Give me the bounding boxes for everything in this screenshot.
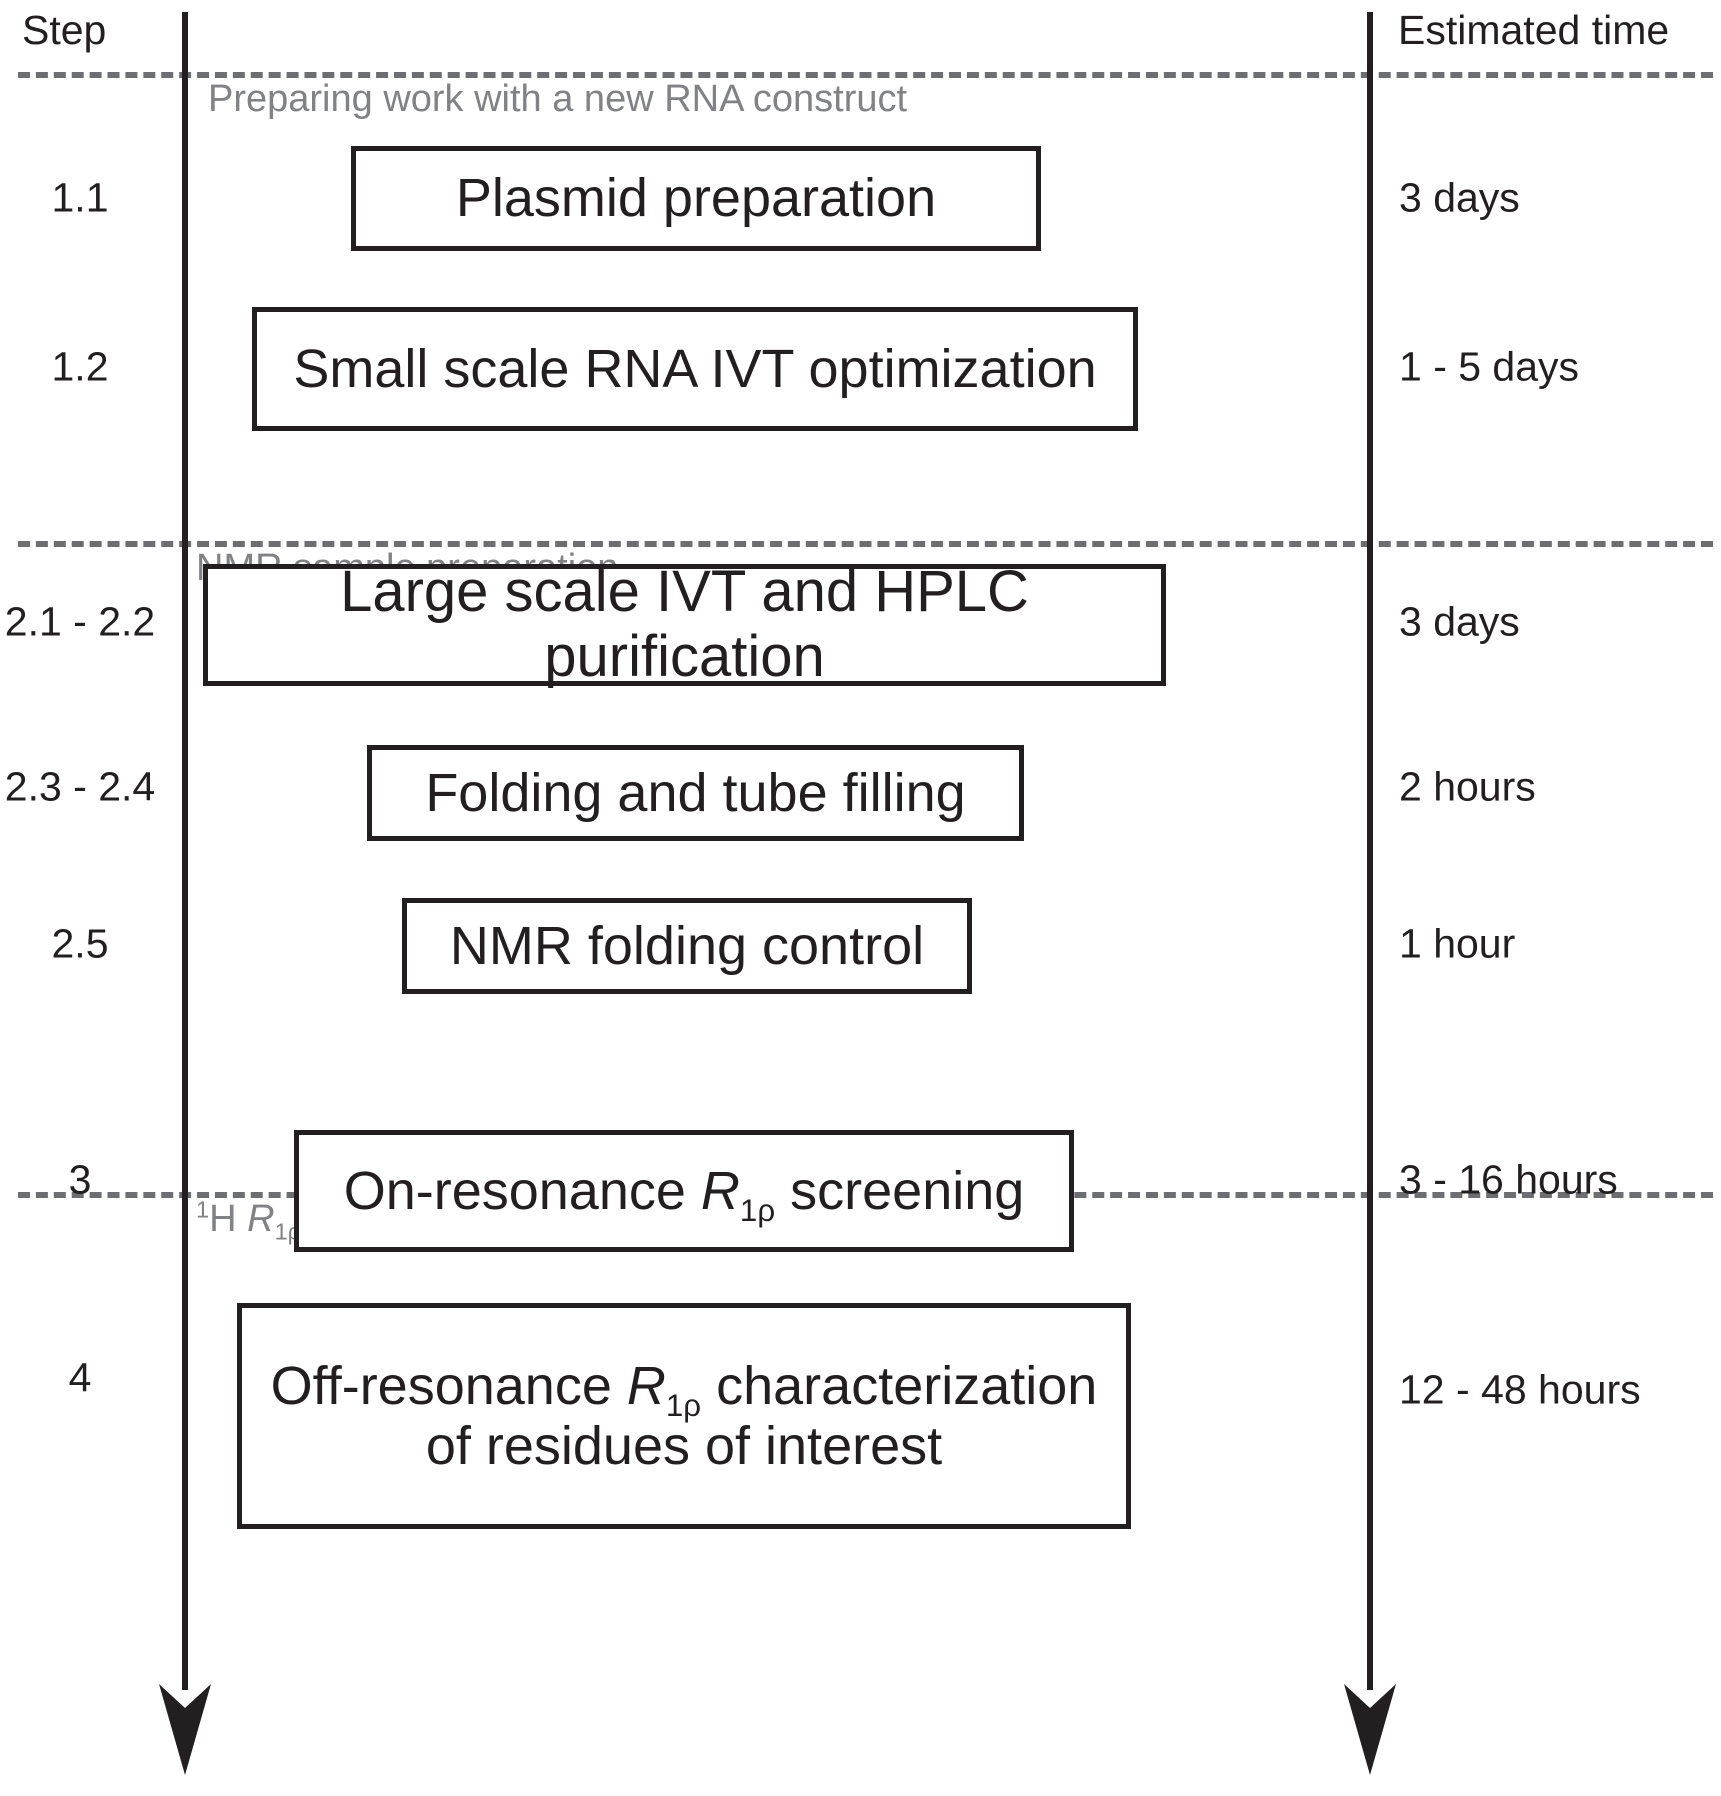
- process-box-prefix: On-resonance: [343, 1160, 701, 1221]
- process-box-prefix: Off-resonance: [270, 1355, 627, 1416]
- process-box-folding-tube-filling[interactable]: Folding and tube filling: [367, 745, 1024, 841]
- process-box-suffix: characterization of residues of interest: [425, 1355, 1098, 1476]
- process-box-plasmid-preparation[interactable]: Plasmid preparation: [351, 146, 1041, 251]
- process-box-italic-r: R: [700, 1160, 740, 1221]
- step-axis-line: [182, 12, 188, 1690]
- process-box-on-resonance-screening[interactable]: On-resonance R1ρ screening: [294, 1130, 1074, 1252]
- process-box-label: On-resonance R1ρ screening: [334, 1160, 1035, 1226]
- time-value-4: 12 - 48 hours: [1399, 1366, 1641, 1413]
- stage-label-preparing-work: Preparing work with a new RNA construct: [208, 78, 908, 120]
- stage-label-italic-r: R: [247, 1198, 275, 1240]
- process-box-label: Plasmid preparation: [455, 168, 937, 229]
- process-box-suffix: screening: [775, 1160, 1025, 1221]
- stage-label-superscript: 1: [196, 1196, 210, 1223]
- process-box-label: Folding and tube filling: [425, 762, 966, 823]
- step-number-1-1: 1.1: [51, 174, 109, 221]
- step-number-2-1-2-2: 2.1 - 2.2: [4, 598, 156, 645]
- section-divider-top: [18, 72, 1713, 78]
- step-number-2-3-2-4: 2.3 - 2.4: [4, 763, 156, 810]
- process-box-label: Off-resonance R1ρ characterization of re…: [261, 1356, 1108, 1477]
- process-box-nmr-folding-control[interactable]: NMR folding control: [402, 898, 972, 994]
- stage-label-element: H: [209, 1198, 248, 1240]
- time-value-3: 3 - 16 hours: [1399, 1156, 1618, 1203]
- process-box-subscript: 1ρ: [739, 1192, 776, 1228]
- step-number-3: 3: [68, 1156, 92, 1203]
- step-column-header: Step: [22, 7, 107, 53]
- process-box-large-scale-ivt-hplc[interactable]: Large scale IVT and HPLC purification: [203, 559, 1166, 689]
- process-box-small-scale-ivt[interactable]: Small scale RNA IVT optimization: [252, 307, 1138, 431]
- step-number-4: 4: [68, 1354, 92, 1401]
- time-value-1-2: 1 - 5 days: [1399, 343, 1580, 390]
- step-number-1-2: 1.2: [51, 343, 109, 390]
- time-value-1-1: 3 days: [1399, 174, 1520, 221]
- estimated-time-column-header: Estimated time: [1398, 7, 1670, 53]
- time-value-2-1-2-2: 3 days: [1399, 598, 1520, 645]
- section-divider-nmr-prep: [18, 541, 1713, 547]
- time-value-2-5: 1 hour: [1399, 920, 1516, 967]
- process-box-label: NMR folding control: [449, 915, 925, 976]
- step-number-2-5: 2.5: [51, 920, 109, 967]
- process-box-off-resonance-characterization[interactable]: Off-resonance R1ρ characterization of re…: [237, 1303, 1131, 1529]
- time-axis-line: [1367, 12, 1373, 1690]
- process-box-label: Large scale IVT and HPLC purification: [340, 559, 1029, 689]
- time-value-2-3-2-4: 2 hours: [1399, 763, 1536, 810]
- process-box-italic-r: R: [626, 1355, 666, 1416]
- process-box-label: Small scale RNA IVT optimization: [293, 338, 1097, 399]
